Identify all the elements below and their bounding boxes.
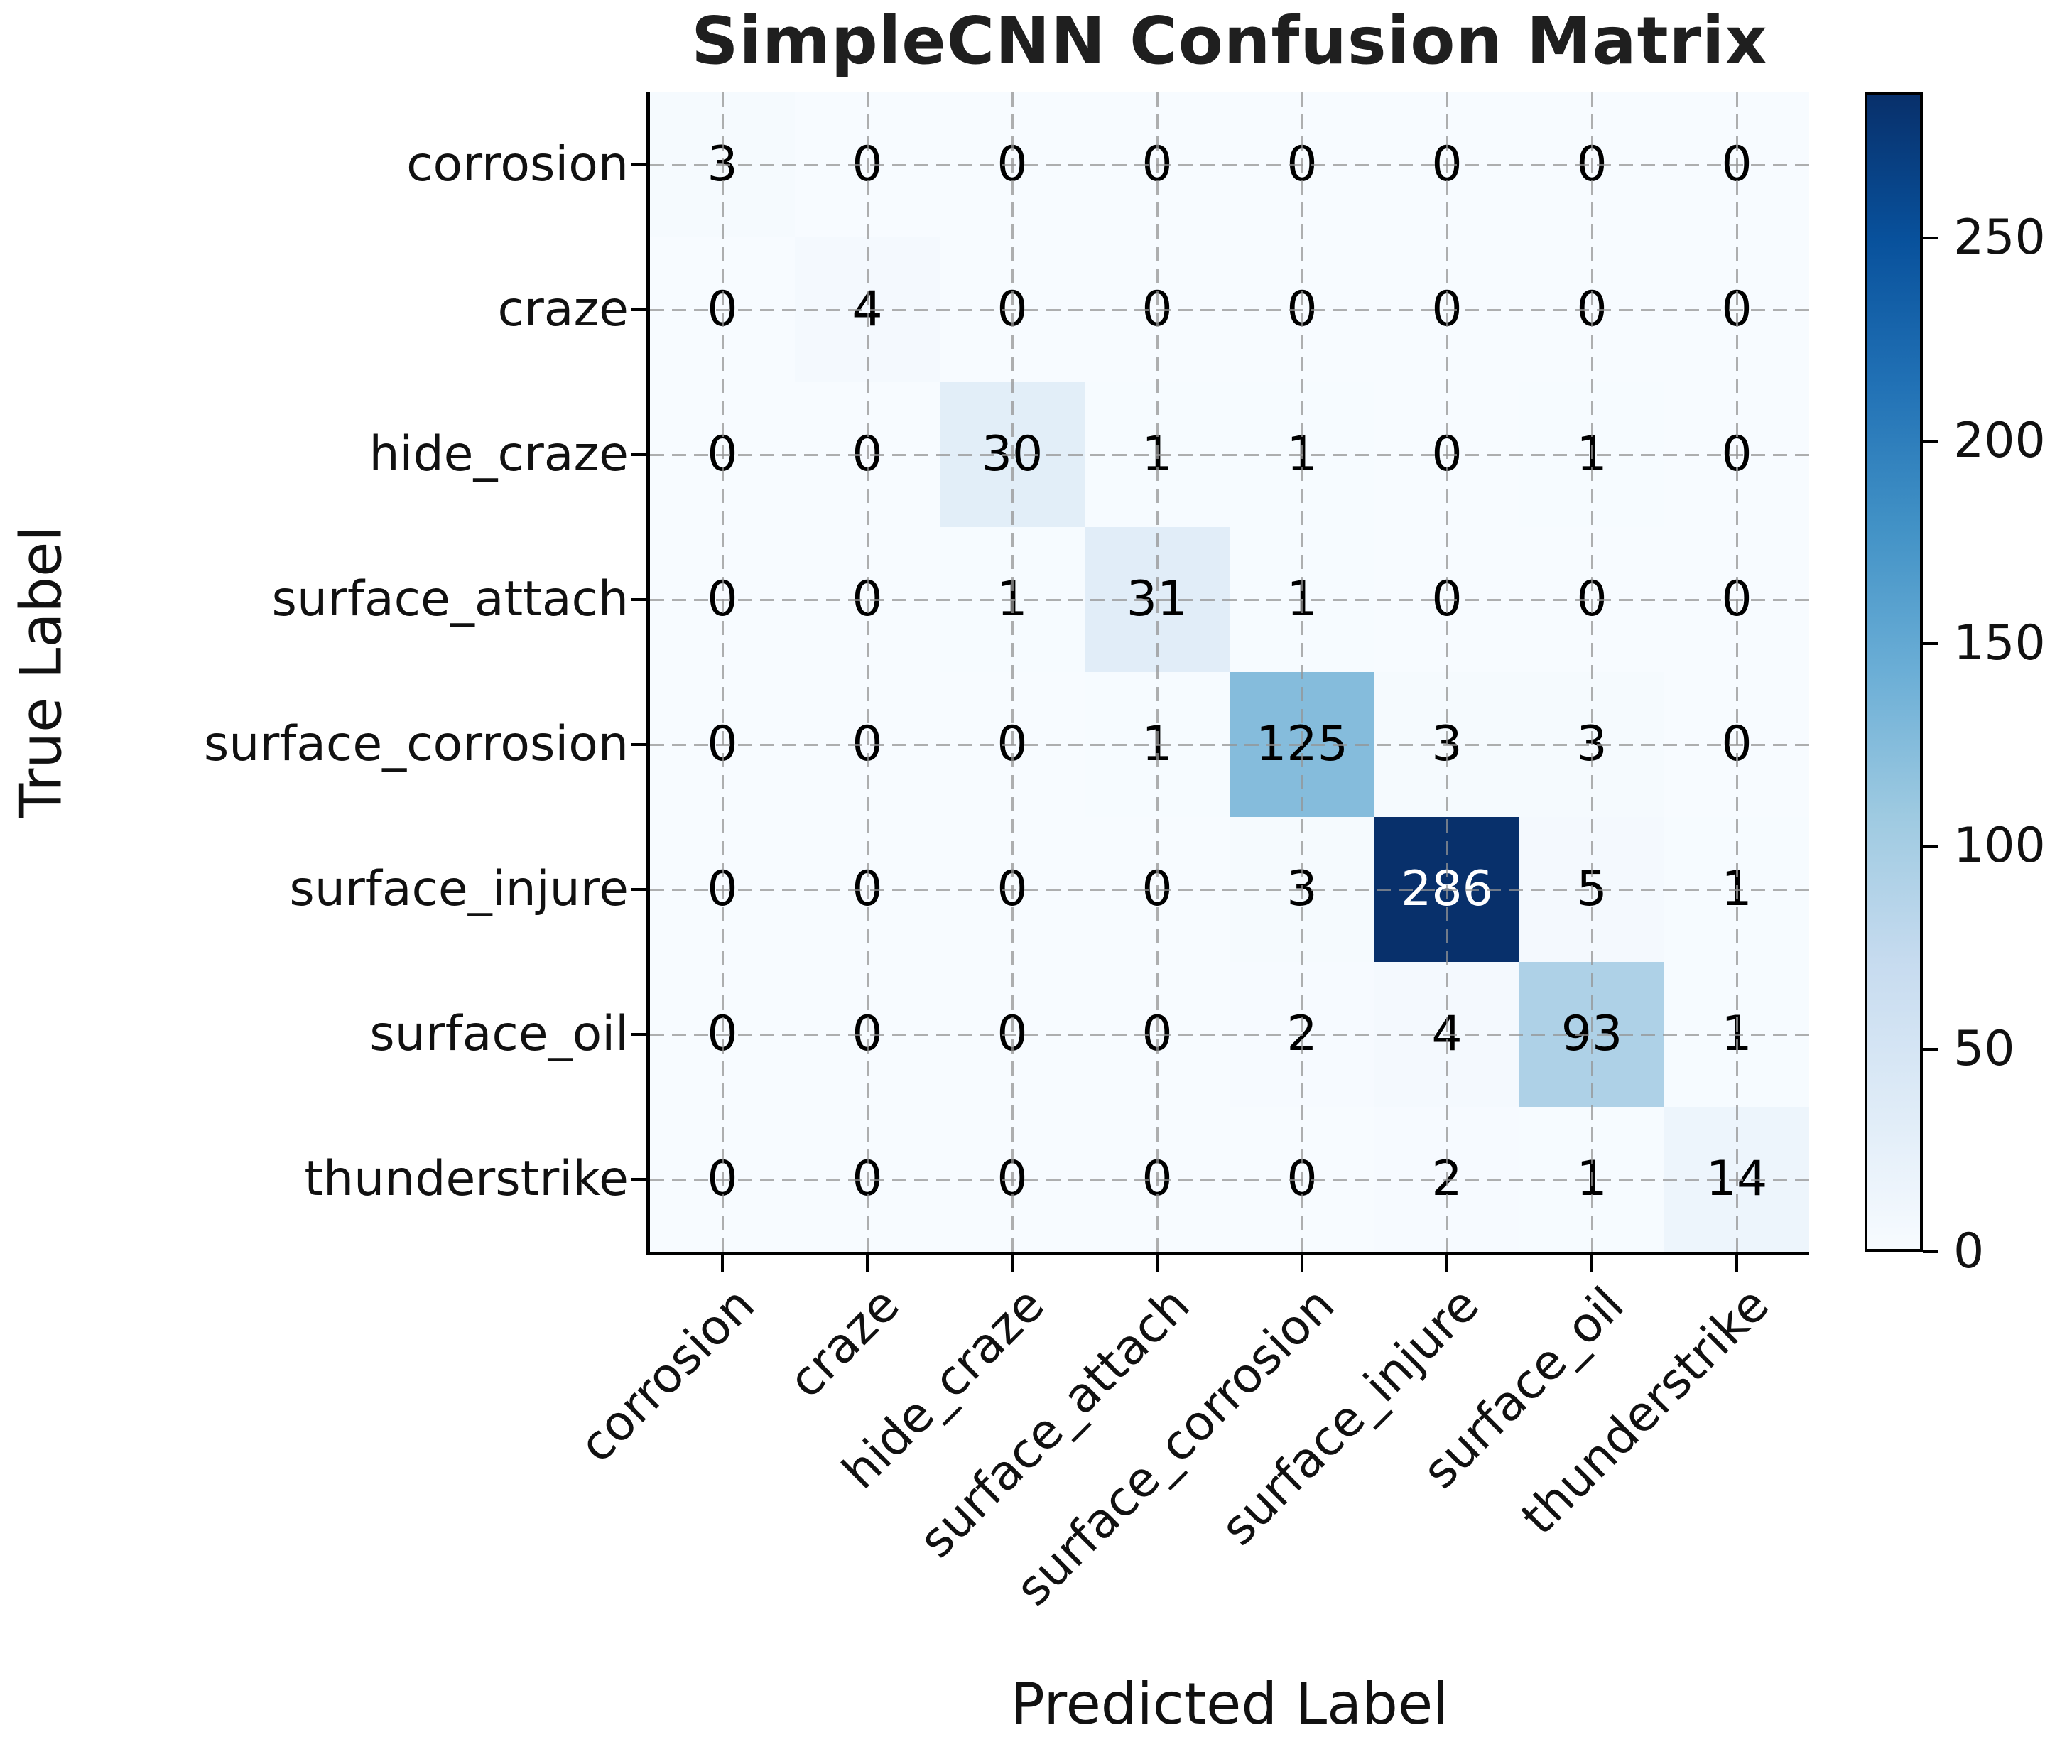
x-axis-tick [1301, 1255, 1303, 1272]
y-tick-label: surface_corrosion [203, 716, 629, 772]
colorbar-tick-label: 200 [1953, 412, 2046, 469]
y-axis-title: True Label [8, 526, 75, 818]
colorbar-tick-label: 0 [1953, 1223, 1985, 1279]
x-axis-tick [866, 1255, 869, 1272]
gridline-vertical [866, 92, 869, 1252]
gridline-horizontal [650, 598, 1809, 601]
gridline-vertical [1011, 92, 1014, 1252]
x-tick-label: corrosion [568, 1277, 766, 1474]
y-axis-tick [631, 308, 648, 311]
y-tick-label: surface_injure [289, 861, 629, 917]
colorbar-tick-label: 100 [1953, 818, 2046, 875]
y-tick-label: surface_attach [271, 571, 629, 627]
gridline-vertical [1590, 92, 1593, 1252]
y-tick-label: thunderstrike [304, 1151, 629, 1207]
y-tick-label: craze [497, 281, 629, 337]
gridline-horizontal [650, 163, 1809, 166]
x-tick-label: craze [778, 1277, 911, 1409]
y-tick-label: hide_craze [369, 426, 629, 482]
gridline-vertical [1156, 92, 1159, 1252]
y-axis-tick [631, 1178, 648, 1181]
heatmap-plot-area: 3000000004000000003011010001311000000112… [650, 92, 1809, 1252]
gridline-horizontal [650, 1178, 1809, 1181]
gridline-horizontal [650, 888, 1809, 891]
x-tick-label: surface_attach [908, 1277, 1201, 1569]
y-axis-tick [631, 1033, 648, 1036]
gridline-horizontal [650, 743, 1809, 746]
x-axis-tick [1590, 1255, 1593, 1272]
colorbar-tick-label: 50 [1953, 1020, 2015, 1077]
gridline-vertical [721, 92, 724, 1252]
gridline-horizontal [650, 453, 1809, 456]
x-axis-tick [1445, 1255, 1448, 1272]
gridline-vertical [1735, 92, 1738, 1252]
colorbar-tick [1923, 642, 1938, 646]
colorbar-tick [1923, 1250, 1938, 1253]
colorbar-tick [1923, 845, 1938, 848]
colorbar-tick-label: 250 [1953, 210, 2046, 266]
x-axis-tick [1156, 1255, 1159, 1272]
colorbar-tick-label: 150 [1953, 615, 2046, 672]
y-axis-spine [646, 92, 650, 1255]
y-tick-label: surface_oil [369, 1006, 629, 1062]
y-axis-tick [631, 163, 648, 166]
colorbar [1865, 92, 1923, 1252]
colorbar-tick [1923, 439, 1938, 443]
x-axis-tick [721, 1255, 724, 1272]
x-axis-tick [1735, 1255, 1738, 1272]
gridline-horizontal [650, 1033, 1809, 1036]
gridline-vertical [1445, 92, 1448, 1252]
x-tick-label: surface_injure [1210, 1277, 1491, 1557]
x-axis-tick [1011, 1255, 1014, 1272]
colorbar-tick [1923, 237, 1938, 240]
y-axis-tick [631, 453, 648, 456]
gridline-vertical [1301, 92, 1303, 1252]
x-axis-spine [646, 1252, 1809, 1255]
gridline-horizontal [650, 308, 1809, 311]
chart-title: SimpleCNN Confusion Matrix [691, 3, 1768, 79]
y-tick-label: corrosion [406, 136, 629, 193]
y-axis-tick [631, 598, 648, 601]
y-axis-tick [631, 888, 648, 891]
x-axis-title: Predicted Label [1010, 1671, 1449, 1737]
y-axis-tick [631, 743, 648, 746]
colorbar-tick [1923, 1047, 1938, 1051]
